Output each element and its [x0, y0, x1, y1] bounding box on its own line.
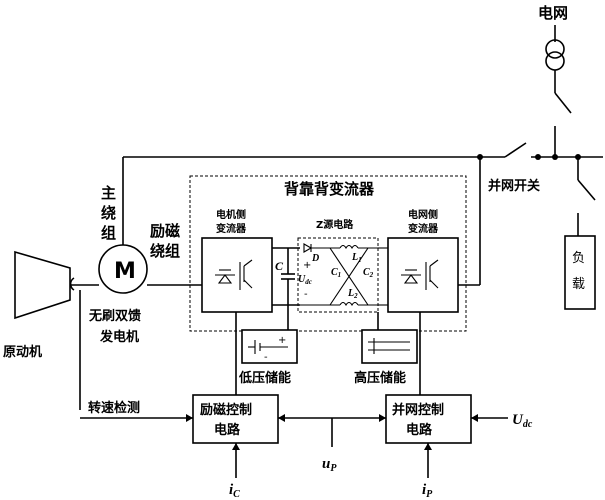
load-label: 负 [572, 251, 585, 266]
main-winding-label: 主 [101, 184, 116, 202]
ip-label: iP [422, 482, 433, 500]
grid-control-box: 并网控制 电路 [385, 394, 472, 444]
transformer-coil-1 [545, 39, 565, 59]
udc-plus: + [303, 260, 311, 271]
ip-input: iP [422, 443, 433, 500]
speed-sensor-arc [69, 277, 75, 291]
udc-main-label: Udc [512, 412, 533, 430]
diode-label: D [311, 253, 319, 264]
ic-input: iC [229, 443, 240, 500]
low-storage-label: 低压储能 [238, 370, 291, 386]
excitation-winding-label: 励磁 [150, 222, 180, 240]
udc-small-label: Udc [298, 274, 312, 286]
high-voltage-storage: 高压储能 [354, 312, 421, 395]
load-switch-blade [577, 179, 596, 201]
machine-side-converter: 电机侧 变流器 [201, 208, 273, 313]
c1-label: C1 [331, 267, 341, 279]
speed-detect-label: 转速检测 [88, 400, 140, 416]
diode-symbol [303, 243, 313, 253]
machine-side-label: 电机侧 [216, 208, 246, 221]
junction-dot [552, 154, 558, 160]
l2-label: L2 [347, 288, 358, 300]
prime-mover: 原动机 [3, 250, 193, 422]
exc-ctrl-label: 励磁控制 [200, 402, 252, 418]
inductor-l1 [339, 244, 359, 250]
c2-branch [329, 247, 369, 306]
main-bus [122, 142, 603, 286]
converter-title: 背靠背变流器 [284, 180, 375, 198]
capacitor-label: C [275, 259, 284, 273]
main-winding-label-3: 组 [101, 224, 116, 242]
grid-source: 电网 [538, 4, 572, 157]
grid-switch-contact [504, 142, 527, 158]
z-source-network: Z源电路 D + Udc - C1 C2 L1 L2 [297, 218, 379, 313]
storage-plus: + [278, 335, 286, 346]
load-box: 负 载 [564, 235, 596, 310]
main-winding-label-2: 绕 [101, 204, 116, 222]
generator: M [98, 244, 148, 294]
prime-mover-label: 原动机 [3, 344, 42, 360]
udc-minus: - [304, 289, 308, 300]
grid-ctrl-label: 并网控制 [392, 402, 444, 418]
generator-label: 无刷双馈 [88, 308, 141, 324]
ic-label: iC [229, 482, 240, 500]
grid-side-converter: 电网侧 变流器 [378, 208, 459, 313]
l1-label: L1 [351, 252, 362, 264]
excitation-winding-label-2: 绕组 [150, 242, 180, 260]
grid-ctrl-label-2: 电路 [406, 422, 433, 438]
back-to-back-converter-frame [189, 175, 467, 332]
grid-side-label: 电网侧 [408, 208, 438, 221]
dc-link-capacitor: C [272, 247, 300, 306]
machine-side-label-2: 变流器 [216, 222, 247, 235]
high-storage-label: 高压储能 [354, 370, 406, 386]
storage-minus: - [264, 352, 268, 363]
exc-ctrl-label-2: 电路 [214, 422, 241, 438]
low-voltage-storage: + - 低压储能 [235, 305, 298, 395]
motor-symbol: M [114, 259, 136, 284]
z-source-label: Z源电路 [316, 218, 354, 231]
grid-switch-label: 并网开关 [488, 178, 540, 194]
c2-label: C2 [363, 267, 374, 279]
excitation-control-box: 励磁控制 电路 [192, 394, 279, 444]
grid-label: 电网 [538, 4, 568, 22]
generator-label-2: 发电机 [99, 329, 139, 345]
grid-switch-blade [554, 92, 572, 114]
up-label: uP [322, 456, 337, 474]
transformer-coil-2 [545, 51, 565, 71]
load-label-2: 载 [572, 277, 585, 292]
udc-input: Udc [471, 412, 533, 430]
grid-side-label-2: 变流器 [408, 222, 439, 235]
inductor-l2 [339, 301, 359, 307]
up-signal: uP [278, 414, 386, 474]
junction-dot [535, 154, 541, 160]
